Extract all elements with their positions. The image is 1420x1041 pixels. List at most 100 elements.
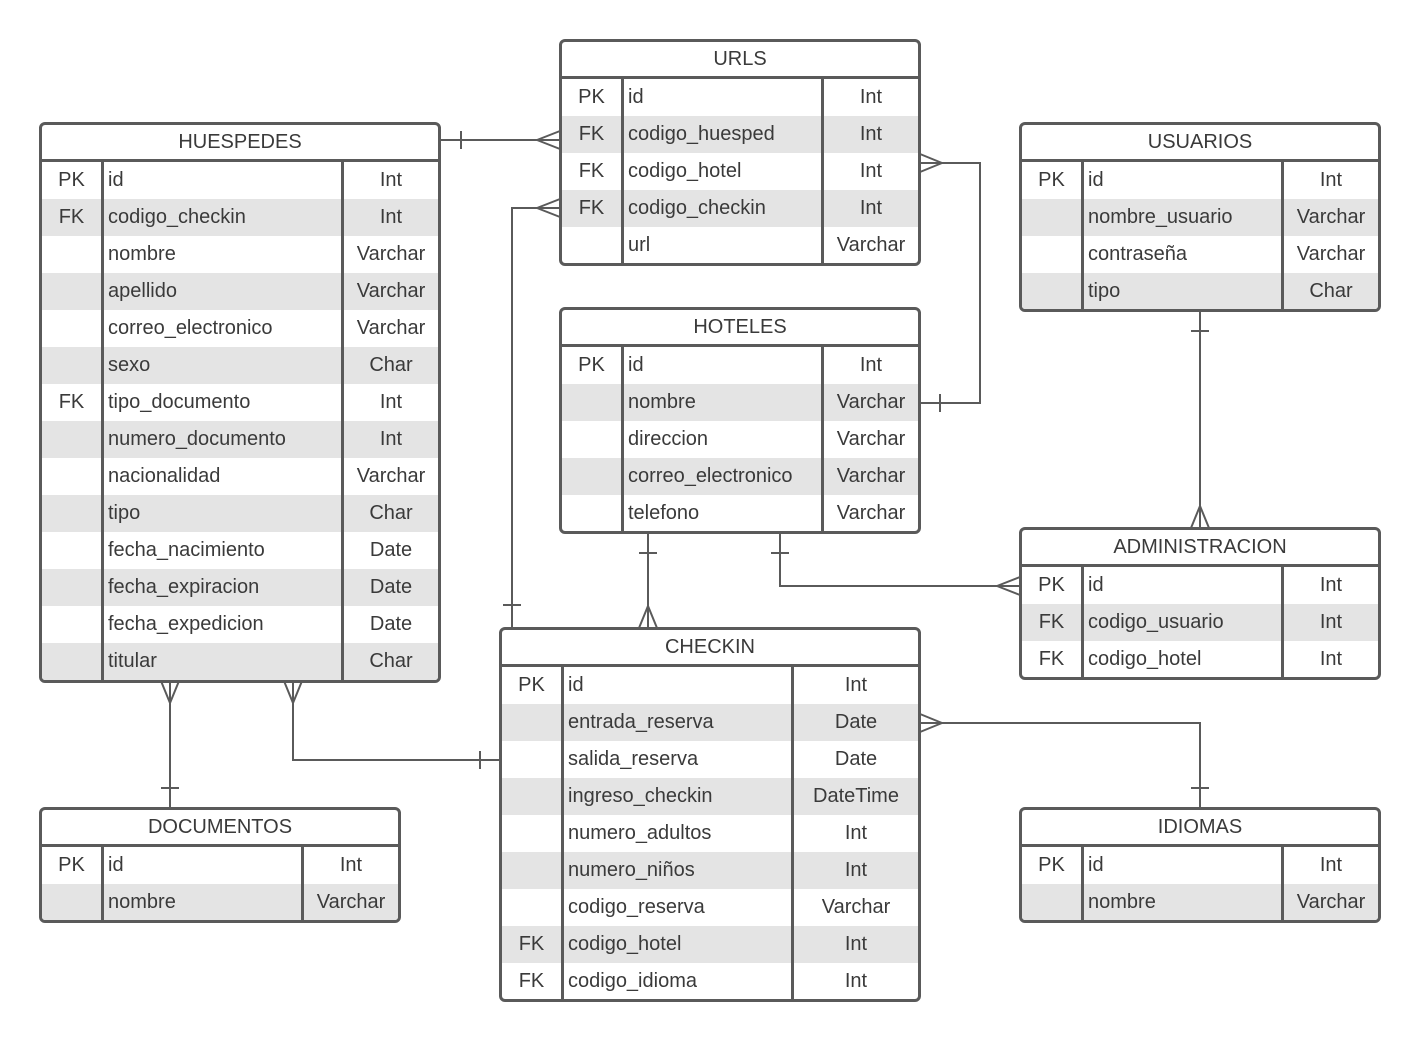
field-name: id [1084,162,1284,199]
field-type: Int [379,428,403,450]
field-type: Int [859,354,883,376]
field-name: nacionalidad [104,458,344,495]
field-type: Varchar [836,234,906,256]
field-type: Int [379,206,403,228]
entity-title: CHECKIN [502,630,918,667]
key-cell [42,532,104,569]
field-name: id [624,79,824,116]
field-name: apellido [104,273,344,310]
field-name: codigo_hotel [624,153,824,190]
field-type: Char [369,502,413,524]
field-name: correo_electronico [624,458,824,495]
field-type: Int [379,391,403,413]
field-name: codigo_hotel [1084,641,1284,677]
field-name: contraseña [1084,236,1284,273]
key-cell: PK [562,79,624,116]
field-name: id [104,162,344,199]
table-row[interactable]: url Varchar [562,227,918,263]
field-name: nombre [1084,884,1284,920]
field-name: fecha_expiracion [104,569,344,606]
field-name: telefono [624,495,824,531]
key-cell [42,884,104,920]
rel-hoteles-checkin [638,533,658,629]
field-type: Int [859,160,883,182]
field-type: Date [369,613,413,635]
rel-checkin-urls [503,198,561,628]
field-type: Int [844,859,868,881]
field-name: id [1084,567,1284,604]
field-type: Int [1319,648,1343,670]
key-cell [562,421,624,458]
key-cell [42,236,104,273]
key-cell [42,495,104,532]
key-cell [502,815,564,852]
key-cell [502,852,564,889]
rel-hoteles-urls [919,153,981,412]
field-name: id [104,847,304,884]
entity-title: IDIOMAS [1022,810,1378,847]
field-type: Int [844,822,868,844]
key-cell [1022,884,1084,920]
key-cell: PK [1022,162,1084,199]
key-cell [42,458,104,495]
rel-documentos-huespedes [160,680,180,808]
field-name: url [624,227,824,263]
field-type: Date [834,748,878,770]
key-cell [42,310,104,347]
entity-title: URLS [562,42,918,79]
key-cell: FK [42,384,104,421]
